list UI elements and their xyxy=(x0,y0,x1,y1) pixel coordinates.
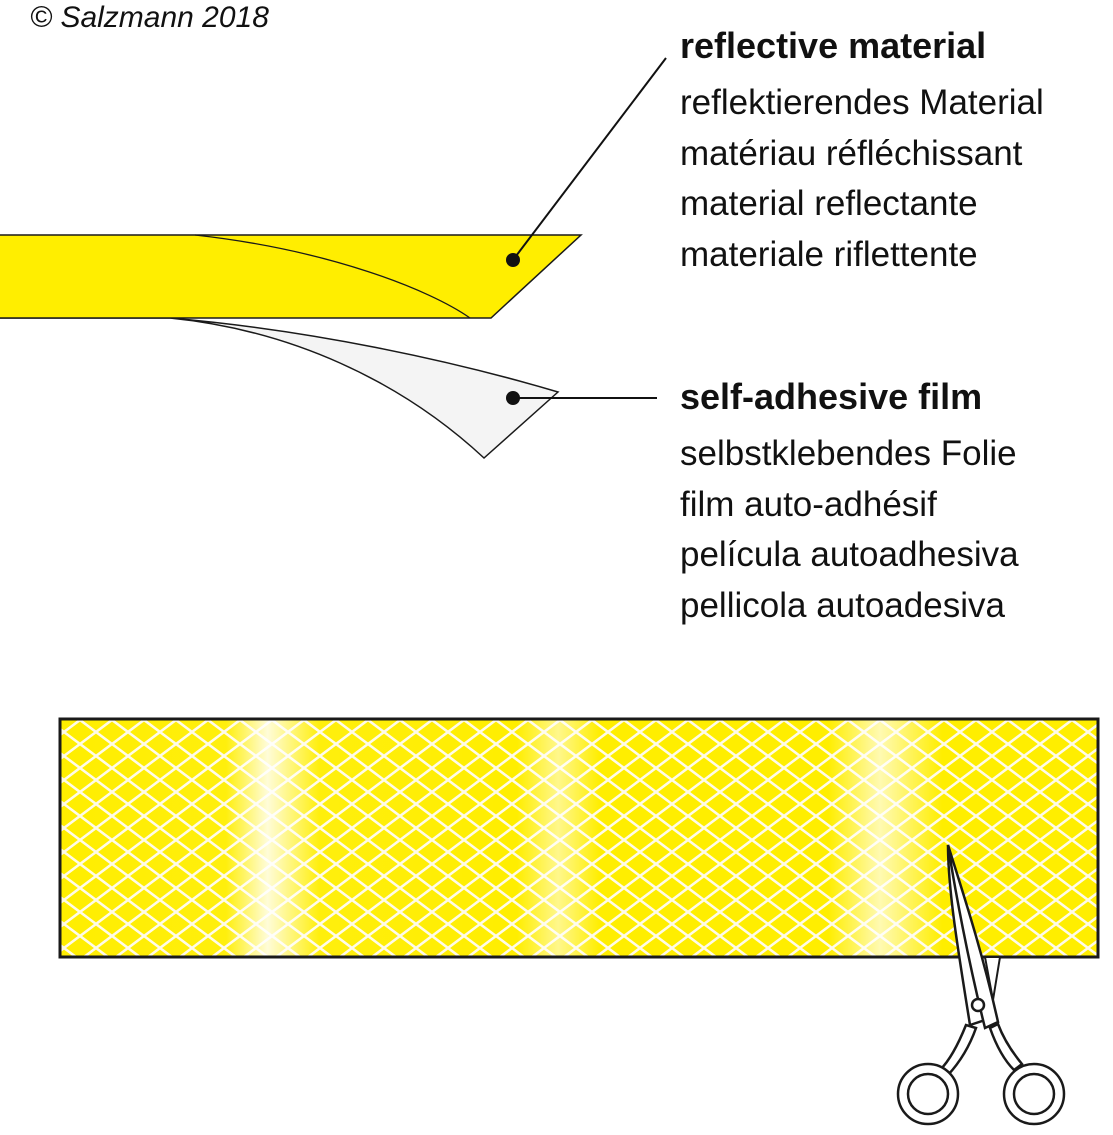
scissors-icon xyxy=(896,844,1066,1126)
reflective-material-layer xyxy=(0,234,583,319)
self-adhesive-film-layer xyxy=(0,317,560,460)
reflective-material-title: reflective material xyxy=(680,25,987,66)
film-translation-de: selbstklebendes Folie xyxy=(680,434,1017,473)
film-leader-dot xyxy=(506,391,520,405)
reflective-leader-dot xyxy=(506,253,520,267)
film-translation-fr: film auto-adhésif xyxy=(680,484,937,524)
reflective-translation-de: reflektierendes Material xyxy=(680,83,1044,122)
reflective-translation-es: material reflectante xyxy=(680,184,978,223)
reflective-leader-line xyxy=(512,57,667,261)
reflective-tape-sample xyxy=(58,717,1100,959)
self-adhesive-film-title: self-adhesive film xyxy=(680,376,983,417)
reflective-translation-fr: matériau réfléchissant xyxy=(680,133,1023,173)
film-separation-curve xyxy=(194,234,471,319)
reflective-translation-it: materiale riflettente xyxy=(680,234,978,274)
film-translation-es: película autoadhesiva xyxy=(680,535,1019,574)
self-adhesive-film-label: self-adhesive film selbstklebendes Folie… xyxy=(680,377,1019,631)
reflective-material-label: reflective material reflektierendes Mate… xyxy=(680,26,1044,280)
copyright-notice: © Salzmann 2018 xyxy=(30,1,269,34)
film-translation-it: pellicola autoadesiva xyxy=(680,585,1005,625)
